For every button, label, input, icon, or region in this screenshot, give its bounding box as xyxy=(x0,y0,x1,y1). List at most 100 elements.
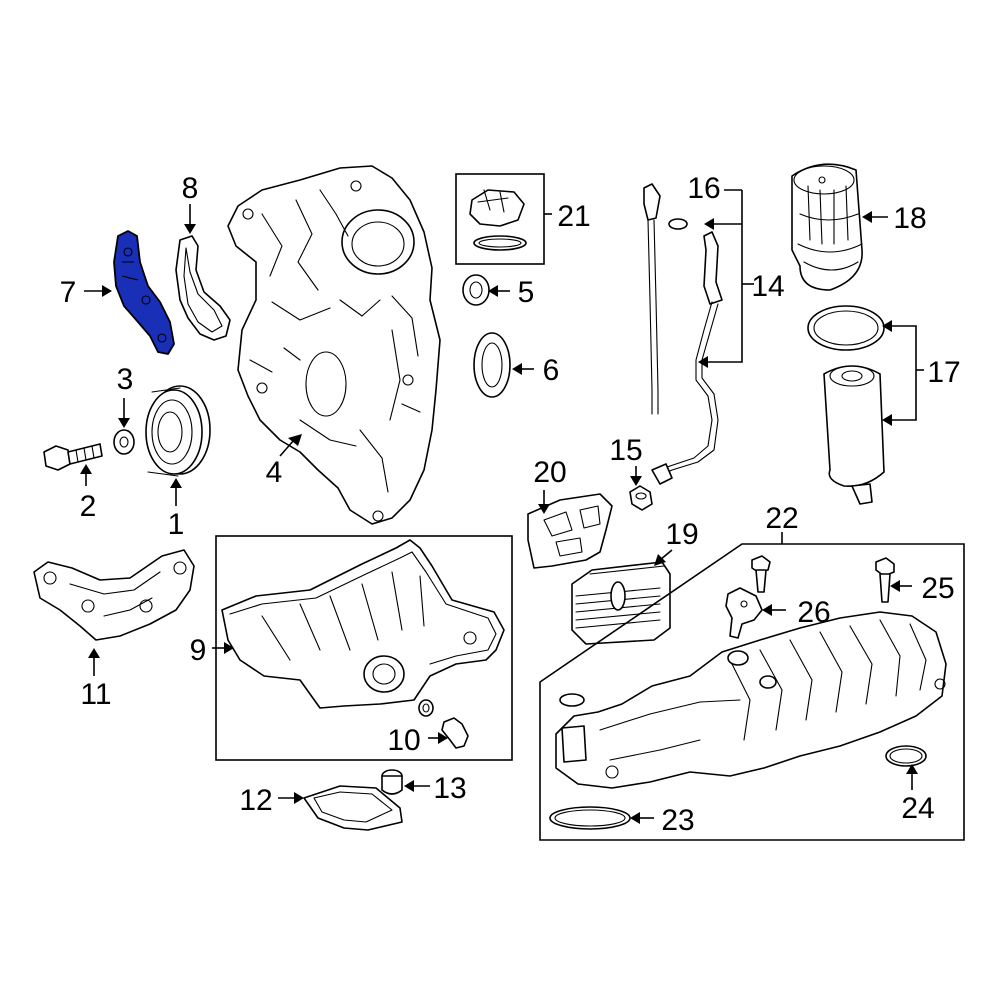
part-7-bracket[interactable] xyxy=(113,230,175,355)
part-14-top xyxy=(703,231,723,305)
part-22-cap xyxy=(559,693,585,707)
part-7-hole xyxy=(141,295,151,305)
part-12-gasket[interactable] xyxy=(303,785,403,831)
part-22-edges xyxy=(599,699,741,761)
part-10-plug xyxy=(441,717,469,749)
part-14-tube[interactable] xyxy=(651,231,723,485)
part-4-port xyxy=(341,209,415,275)
callout-3: 3 xyxy=(117,363,134,396)
callout-20: 20 xyxy=(533,456,566,489)
part-19-cooler[interactable] xyxy=(571,561,671,645)
part-9-boss xyxy=(463,631,477,645)
callout-19: 19 xyxy=(665,518,698,551)
part-13-plug[interactable] xyxy=(381,769,403,795)
part-22-neck xyxy=(561,725,587,763)
callout-2: 2 xyxy=(80,490,97,523)
part-6-hole xyxy=(481,342,503,388)
part-2-bolt[interactable] xyxy=(43,443,103,471)
part-16-oring xyxy=(668,218,688,230)
part-4-ribs xyxy=(249,189,421,493)
callout-1: 1 xyxy=(168,508,185,541)
part-9-port-inner xyxy=(372,663,396,685)
part-25-head xyxy=(875,557,895,577)
part-18-top xyxy=(793,165,855,195)
part-21-box xyxy=(455,173,545,265)
part-19-port xyxy=(610,581,626,611)
callout-7: 7 xyxy=(60,276,77,309)
callout-23: 23 xyxy=(661,804,694,837)
callout-18: 18 xyxy=(893,202,926,235)
part-11-shape xyxy=(33,549,195,641)
part-10-washer-hole xyxy=(422,703,430,713)
part-6-seal[interactable] xyxy=(473,332,511,398)
part-17-filter[interactable] xyxy=(807,305,885,505)
callout-16: 16 xyxy=(687,172,720,205)
part-24-seal[interactable] xyxy=(885,745,927,767)
part-9-baffles xyxy=(261,571,425,661)
part-20-openings xyxy=(543,505,601,557)
part-16-dipstick[interactable] xyxy=(643,183,688,415)
part-11-ribs xyxy=(69,571,161,617)
part-24-inner xyxy=(889,748,923,764)
part-3-hole xyxy=(119,436,129,448)
part-16-handle xyxy=(643,183,661,221)
part-4-boss xyxy=(372,510,384,522)
part-2-thread xyxy=(75,445,95,463)
part-17-ring-inner xyxy=(813,310,879,346)
part-14-pipe xyxy=(659,301,713,471)
part-17-top xyxy=(829,365,875,387)
part-11-hole xyxy=(173,561,187,575)
part-21-cap[interactable] xyxy=(469,189,527,251)
part-5-seal[interactable] xyxy=(462,274,490,306)
part-21-ring-inner xyxy=(478,238,522,248)
part-17-stem xyxy=(851,483,873,505)
part-26-pin xyxy=(740,600,748,608)
callout-22: 22 xyxy=(765,502,798,535)
part-11-hole xyxy=(139,599,153,613)
part-22-runners xyxy=(729,619,927,741)
part-3-washer[interactable] xyxy=(113,429,135,455)
part-26-bolt-head xyxy=(751,555,771,573)
part-26-sensor[interactable] xyxy=(725,555,771,639)
part-4-boss xyxy=(350,180,362,192)
callout-labels: 1 2 3 4 5 6 7 8 9 10 11 12 13 14 15 16 1… xyxy=(60,172,961,837)
part-18-filter-cap[interactable] xyxy=(791,163,863,291)
part-7-hole xyxy=(157,333,167,343)
part-2-head xyxy=(43,445,71,471)
part-10-washer xyxy=(418,699,434,717)
callout-13: 13 xyxy=(433,772,466,805)
part-23-oring[interactable] xyxy=(549,806,631,830)
callout-6: 6 xyxy=(543,354,560,387)
part-14-pipe-edge xyxy=(663,303,719,475)
part-9-port xyxy=(363,655,405,693)
part-16-rod xyxy=(647,219,653,415)
part-1-pulley[interactable] xyxy=(145,385,211,477)
part-4-timing-cover[interactable] xyxy=(227,165,441,525)
callout-4: 4 xyxy=(266,456,283,489)
part-4-boss xyxy=(402,374,414,386)
part-4-seal-bore xyxy=(305,351,347,417)
part-12-shape xyxy=(303,785,403,831)
part-9-shape xyxy=(221,539,505,709)
part-22-port xyxy=(759,675,777,689)
part-25-bolt[interactable] xyxy=(875,557,895,603)
part-22-boss xyxy=(934,678,946,690)
part-9-oil-pan[interactable] xyxy=(221,539,505,709)
part-18-shape xyxy=(791,163,863,291)
part-4-port-inner xyxy=(351,221,405,267)
part-7-edge xyxy=(121,261,139,281)
part-10-drain-plug[interactable] xyxy=(418,699,469,749)
part-21-cap-detail xyxy=(477,189,509,213)
part-20-gasket[interactable] xyxy=(527,493,613,569)
part-1-front xyxy=(145,389,203,475)
part-17-core xyxy=(841,370,863,382)
part-22-manifold[interactable] xyxy=(555,611,947,789)
leader-lines xyxy=(80,189,924,824)
callout-26: 26 xyxy=(797,596,830,629)
part-11-bracket[interactable] xyxy=(33,549,195,641)
part-3-shape xyxy=(113,429,135,455)
part-11-hole xyxy=(43,571,57,585)
part-15-nut[interactable] xyxy=(629,485,653,511)
part-8-gasket[interactable] xyxy=(175,235,231,341)
